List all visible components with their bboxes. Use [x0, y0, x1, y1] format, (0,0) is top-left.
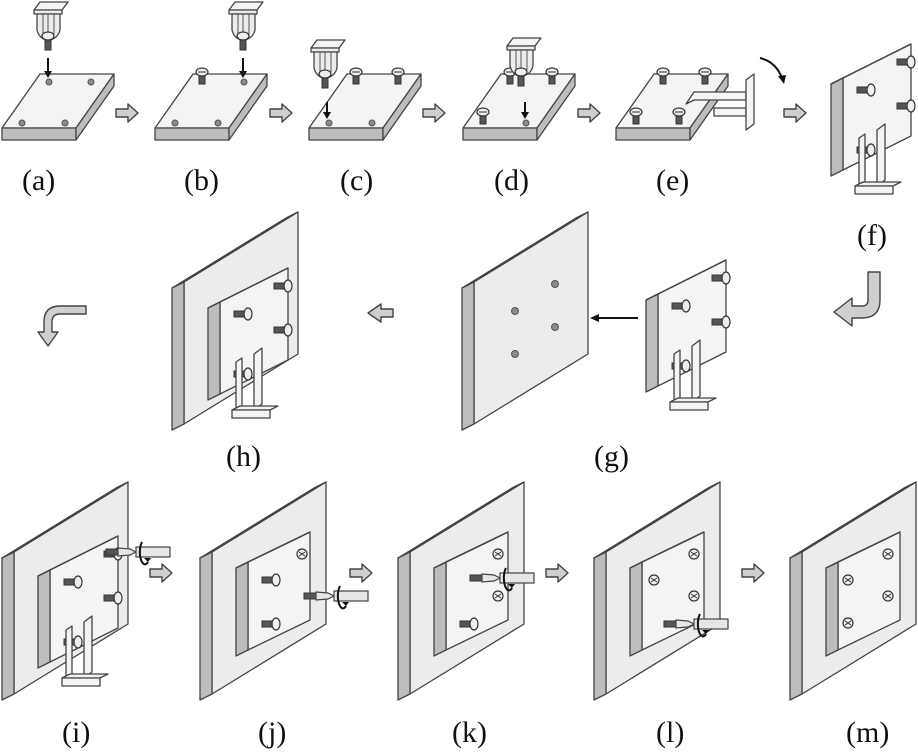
step-label-f: (f)	[857, 219, 887, 252]
step-c-illustration	[308, 39, 422, 141]
step-label-d: (d)	[494, 164, 529, 197]
step-d-illustration	[462, 37, 576, 141]
down-arrow-icon	[323, 112, 331, 119]
step-arrow-icon	[741, 563, 765, 583]
step-label-i: (i)	[62, 716, 90, 749]
step-i-illustration	[1, 481, 171, 701]
step-l-illustration	[593, 481, 729, 701]
rotation-arrow-icon	[778, 75, 786, 84]
down-arrow-icon	[239, 71, 247, 78]
step-k-illustration	[397, 481, 535, 701]
step-label-k: (k)	[452, 716, 487, 749]
step-arrow-icon	[577, 103, 601, 123]
step-label-c: (c)	[340, 164, 373, 197]
step-label-j: (j)	[258, 716, 286, 749]
step-label-g: (g)	[594, 440, 629, 473]
step-a-illustration	[1, 1, 115, 141]
step-b-illustration	[154, 1, 268, 141]
step-arrow-icon	[269, 103, 293, 123]
step-arrow-icon	[422, 103, 446, 123]
step-label-h: (h)	[226, 440, 261, 473]
step-arrow-icon	[115, 103, 139, 123]
step-j-illustration	[199, 481, 369, 701]
step-e-illustration	[615, 57, 786, 141]
step-arrow-icon	[349, 563, 373, 583]
back-arrow-icon	[367, 303, 394, 323]
step-label-e: (e)	[656, 164, 689, 197]
step-label-m: (m)	[846, 716, 889, 749]
step-arrow-icon	[149, 563, 173, 583]
step-label-l: (l)	[656, 716, 684, 749]
step-h-illustration	[171, 211, 299, 431]
turn-arrow-icon	[37, 305, 87, 347]
turn-arrow-icon	[833, 271, 881, 327]
step-arrow-icon	[545, 563, 569, 583]
step-arrow-icon	[783, 103, 807, 123]
step-label-a: (a)	[22, 164, 55, 197]
down-arrow-icon	[521, 112, 529, 119]
step-label-b: (b)	[184, 164, 219, 197]
step-g-illustration	[461, 211, 730, 431]
down-arrow-icon	[44, 71, 52, 78]
step-f-illustration	[831, 44, 915, 194]
move-arrow-icon	[590, 314, 599, 322]
step-m-illustration	[789, 481, 917, 701]
